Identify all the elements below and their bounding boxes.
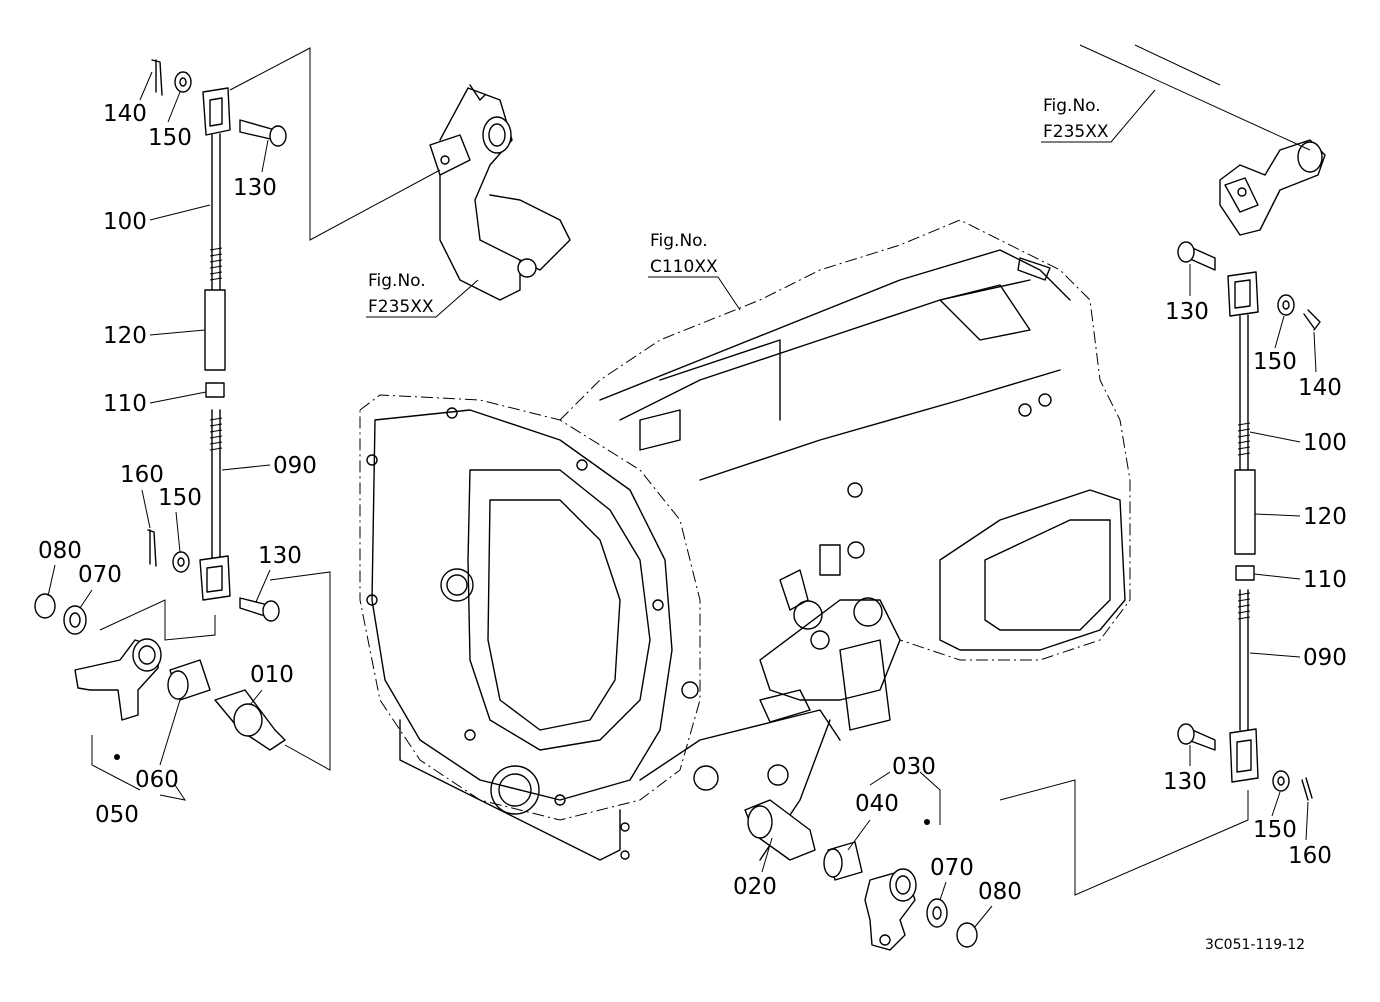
left-rod-assembly — [34, 47, 441, 801]
label-010: 010 — [250, 662, 294, 688]
lever-arm-drawing — [1219, 139, 1326, 236]
fig-ref-line2: F235XX — [368, 297, 434, 317]
label-130b: 130 — [258, 543, 302, 569]
label-050: 050 — [95, 802, 139, 828]
label-r120: 120 — [1303, 504, 1347, 530]
fig-ref-line1: Fig.No. — [368, 271, 426, 291]
label-090: 090 — [273, 453, 317, 479]
label-080: 080 — [38, 538, 82, 564]
label-070: 070 — [78, 562, 122, 588]
fig-ref-top-center: Fig.No. F235XX — [366, 271, 479, 318]
label-r130: 130 — [1165, 299, 1209, 325]
label-r100: 100 — [1303, 430, 1347, 456]
transmission-case — [359, 219, 1131, 861]
bottom-arm-assembly — [744, 771, 978, 951]
label-120: 120 — [103, 323, 147, 349]
fig-ref-top-right: Fig.No. F235XX — [1041, 89, 1156, 143]
fig-ref-line1: Fig.No. — [650, 231, 708, 251]
fig-ref-line2: F235XX — [1043, 122, 1109, 142]
label-040: 040 — [855, 791, 899, 817]
label-100: 100 — [103, 209, 147, 235]
fig-ref-line1: Fig.No. — [1043, 96, 1101, 116]
label-r110: 110 — [1303, 567, 1347, 593]
label-r130b: 130 — [1163, 769, 1207, 795]
part-labels: 140 150 130 100 120 110 090 160 150 130 … — [38, 71, 1347, 929]
label-150: 150 — [148, 125, 192, 151]
label-130: 130 — [233, 175, 277, 201]
drawing-code: 3C051-119-12 — [1205, 937, 1305, 953]
label-110: 110 — [103, 391, 147, 417]
label-080b: 080 — [978, 879, 1022, 905]
label-160: 160 — [120, 462, 164, 488]
pedal-bracket-drawing — [429, 84, 571, 301]
label-r140: 140 — [1298, 375, 1342, 401]
label-030: 030 — [892, 754, 936, 780]
label-r150: 150 — [1253, 349, 1297, 375]
right-rod-assembly — [999, 44, 1321, 896]
label-150b: 150 — [158, 485, 202, 511]
label-020: 020 — [733, 874, 777, 900]
label-140: 140 — [103, 101, 147, 127]
label-060: 060 — [135, 767, 179, 793]
label-070b: 070 — [930, 855, 974, 881]
label-r090: 090 — [1303, 645, 1347, 671]
label-r160: 160 — [1288, 843, 1332, 869]
fig-ref-center: Fig.No. C110XX — [648, 231, 741, 311]
label-r150b: 150 — [1253, 817, 1297, 843]
fig-ref-line2: C110XX — [650, 257, 718, 277]
